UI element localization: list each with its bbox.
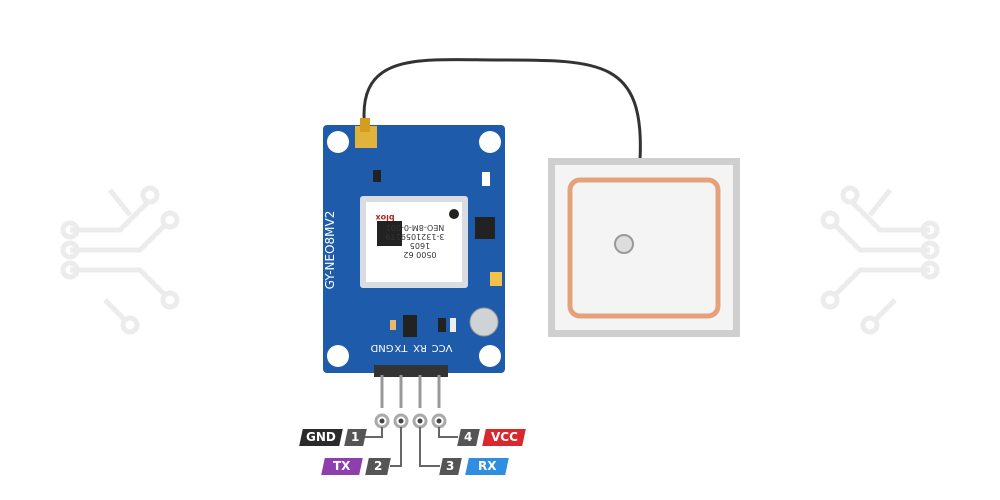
signal-label-rx: RX — [465, 458, 509, 475]
circuit-decoration-left — [60, 185, 180, 335]
pin-label-gnd: GND — [370, 342, 393, 353]
signal-label-tx: TX — [321, 458, 363, 475]
qr-code — [377, 221, 402, 246]
board-name: GY-NEO8MV2 — [323, 211, 337, 290]
circuit-decoration-right — [820, 185, 940, 335]
module-code: 0500 62 — [403, 250, 436, 259]
pin-label-vcc: VCC — [432, 342, 453, 353]
pin-label-tx: TX — [394, 342, 408, 353]
signal-label-vcc: VCC — [482, 429, 526, 446]
battery — [469, 307, 499, 337]
pin-number-2: 2 — [365, 458, 391, 475]
pin-number-4: 4 — [457, 429, 480, 446]
pin-number-3: 3 — [439, 458, 462, 475]
module-date: 1605 — [410, 241, 430, 250]
chip — [475, 217, 495, 239]
antenna-cable — [362, 58, 642, 161]
module-brand: blox — [375, 213, 395, 222]
pin-number-1: 1 — [344, 429, 367, 446]
module-model: NEO-8M-0-001 — [386, 223, 445, 232]
signal-label-gnd: GND — [299, 429, 343, 446]
header-pins — [380, 375, 441, 408]
module-serial: 3-1321059179 — [386, 232, 445, 241]
pin-label-rx: RX — [413, 342, 427, 353]
